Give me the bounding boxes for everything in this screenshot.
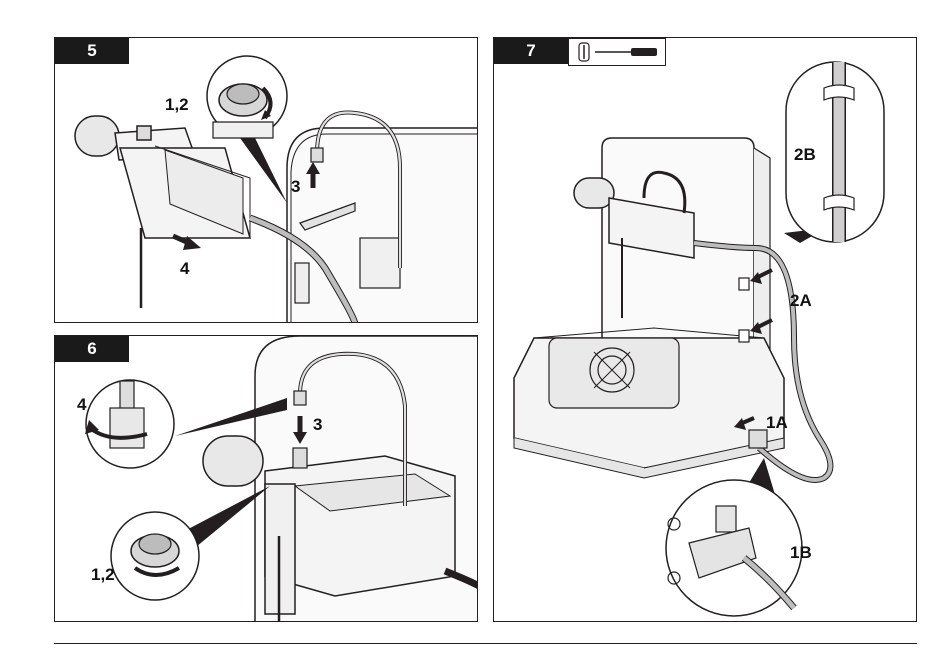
label-knob-steps: 1,2 — [165, 95, 189, 114]
probe-holder-rod — [75, 116, 119, 156]
step-7-panel: 7 — [493, 37, 917, 622]
step-6-panel: 6 4 3 1,2 — [54, 335, 478, 622]
step-5-illustration: 1,2 3 4 — [55, 38, 478, 323]
label-lift-step: 3 — [291, 177, 300, 196]
label-route-cable: 2A — [790, 291, 812, 310]
label-port-detail: 1B — [790, 543, 812, 562]
label-unscrew-step: 4 — [77, 395, 87, 414]
label-pull-step: 4 — [180, 259, 190, 278]
step-7-illustration: 2B 2A 1A 1B — [494, 38, 917, 622]
step-5-panel: 5 1,2 3 4 — [54, 37, 478, 323]
label-clips-detail: 2B — [794, 145, 816, 164]
label-insert-step: 3 — [313, 415, 322, 434]
step-6-illustration: 4 3 1,2 — [55, 336, 478, 622]
label-connect-cable: 1A — [766, 413, 788, 432]
page-footer-rule — [54, 643, 917, 644]
thumbscrew — [137, 126, 151, 140]
label-knob-steps: 1,2 — [91, 565, 115, 584]
